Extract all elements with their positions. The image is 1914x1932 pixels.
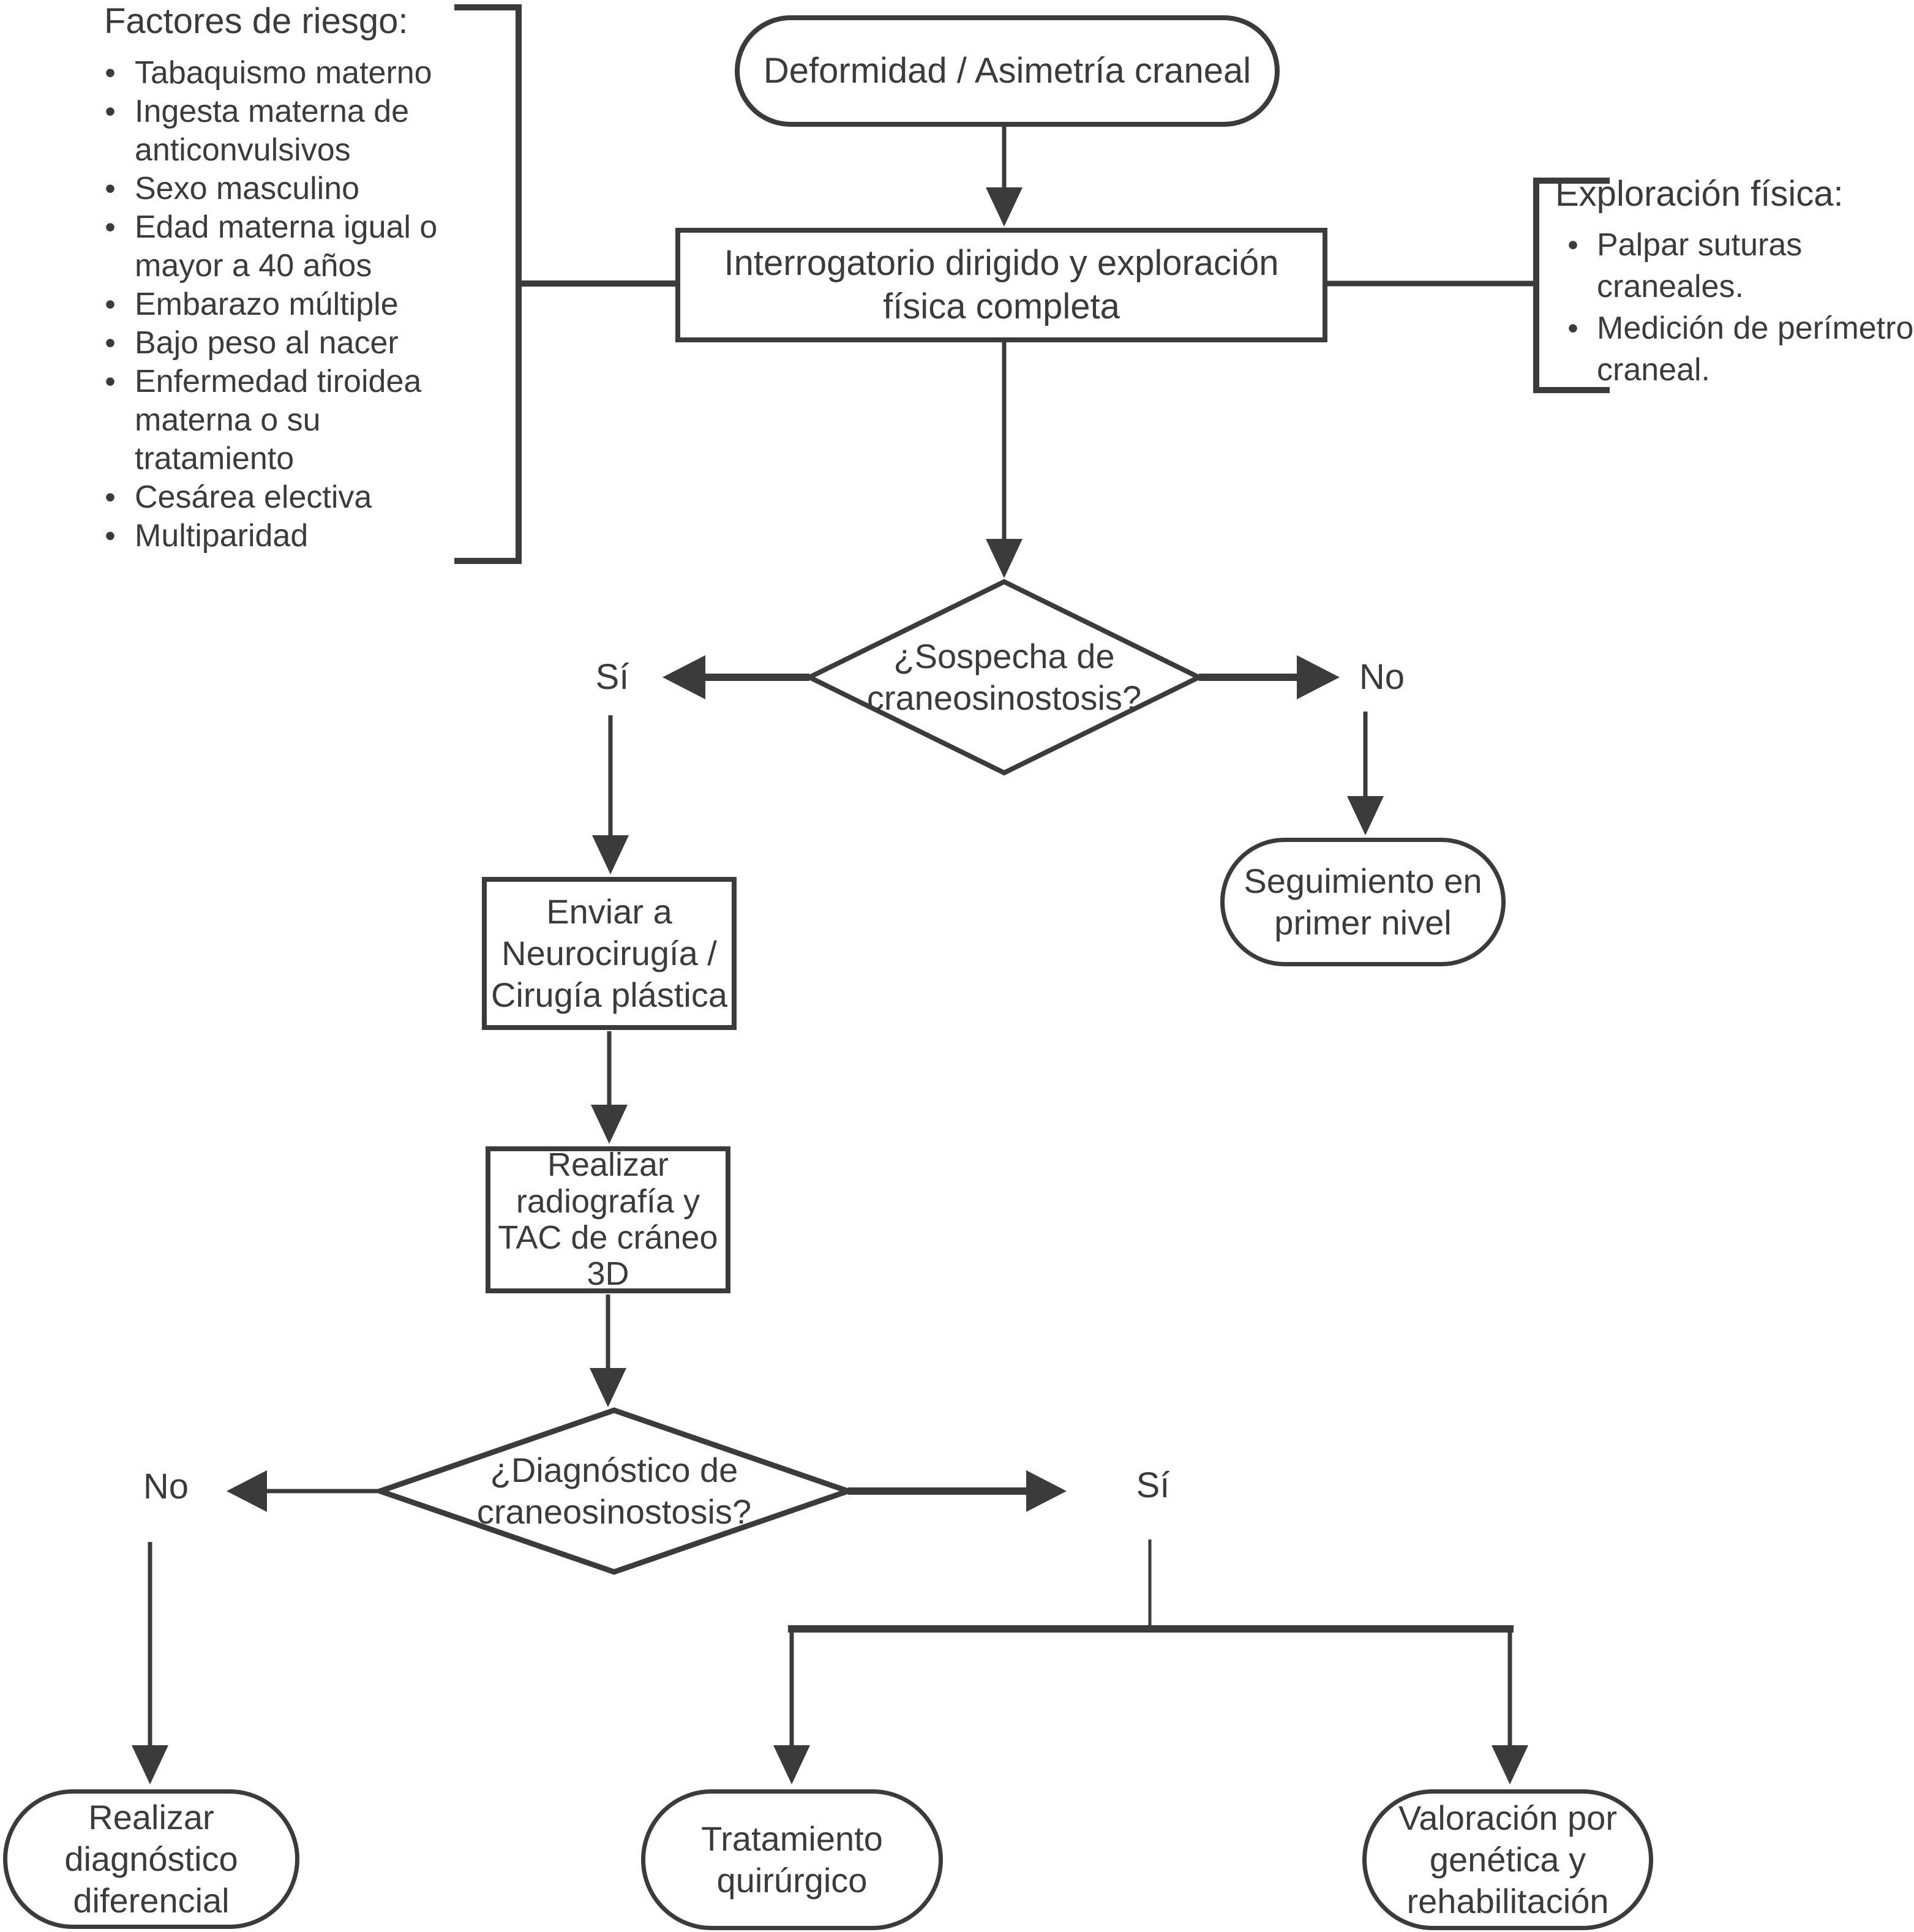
list-item: • Multiparidad (86, 517, 484, 555)
node-differential: Realizar diagnóstico diferencial (3, 1789, 299, 1929)
arrowhead (986, 539, 1023, 578)
list-item: • Sexo masculino (86, 170, 484, 208)
arrowhead (1347, 796, 1384, 835)
arrowhead (132, 1745, 168, 1784)
risk-item-text: Enfermedad tiroidea materna o su tratami… (135, 363, 422, 476)
arrowhead (591, 1105, 628, 1144)
risk-item-text: Multiparidad (135, 517, 309, 554)
arrowhead (1026, 1470, 1067, 1512)
branch-label-suspicion-no: No (1359, 656, 1405, 697)
risk-item-text: Sexo masculino (135, 170, 360, 206)
bullet-icon: • (105, 364, 116, 399)
arrowhead (986, 187, 1023, 227)
bullet-icon: • (105, 518, 116, 553)
physical-exam-block: Exploración física: • Palpar suturas cra… (1555, 173, 1914, 391)
bullet-icon: • (105, 479, 116, 514)
arrowhead (227, 1470, 267, 1512)
arrowhead (662, 655, 705, 699)
risk-item-text: Edad materna igual o mayor a 40 años (135, 209, 438, 284)
list-item: • Tabaquismo materno (86, 54, 484, 92)
branch-label-suspicion-yes: Sí (595, 656, 629, 697)
bullet-icon: • (1567, 310, 1578, 345)
risk-factors-block: Factores de riesgo: • Tabaquismo materno… (104, 0, 484, 555)
list-item: • Cesárea electiva (86, 478, 484, 517)
risk-item-text: Embarazo múltiple (135, 286, 399, 322)
node-followup: Seguimiento en primer nivel (1220, 838, 1506, 966)
bullet-icon: • (105, 94, 116, 129)
exam-item-text: Medición de perímetro craneal. (1597, 310, 1914, 388)
bullet-icon: • (1567, 227, 1578, 262)
bullet-icon: • (105, 325, 116, 360)
list-item: • Enfermedad tiroidea materna o su trata… (86, 363, 484, 478)
exam-item-text: Palpar suturas craneales. (1597, 227, 1803, 304)
risk-item-text: Bajo peso al nacer (135, 325, 399, 361)
risk-factors-list: • Tabaquismo materno • Ingesta materna d… (86, 54, 484, 555)
physical-exam-bracket (1533, 178, 1610, 393)
node-start: Deformidad / Asimetría craneal (735, 15, 1280, 127)
bullet-icon: • (105, 55, 116, 90)
risk-factors-title: Factores de riesgo: (104, 1, 408, 41)
list-item: • Embarazo múltiple (86, 285, 484, 324)
list-item: • Ingesta materna de anticonvulsivos (86, 92, 484, 170)
bullet-icon: • (105, 171, 116, 206)
node-diagnosis-label: ¿Diagnóstico de craneosinostosis? (476, 1450, 752, 1531)
physical-exam-list: • Palpar suturas craneales. • Medición d… (1549, 224, 1914, 391)
node-surgery: Tratamiento quirúrgico (641, 1789, 943, 1930)
bullet-icon: • (105, 287, 116, 321)
arrowhead (590, 1368, 626, 1407)
arrowhead (592, 835, 629, 874)
node-suspicion-label: ¿Sospecha de craneosinostosis? (866, 636, 1142, 717)
list-item: • Medición de perímetro craneal. (1549, 307, 1914, 391)
risk-item-text: Tabaquismo materno (135, 55, 432, 91)
suspicion-diamond (803, 579, 1205, 776)
physical-exam-title: Exploración física: (1555, 174, 1844, 214)
branch-label-diagnosis-yes: Sí (1136, 1465, 1170, 1505)
node-refer: Enviar a Neurocirugía / Cirugía plástica (482, 877, 737, 1030)
node-imaging: Realizar radiografía y TAC de cráneo 3D (486, 1146, 730, 1293)
branch-label-diagnosis-no: No (143, 1466, 189, 1506)
list-item: • Bajo peso al nacer (86, 324, 484, 363)
arrowhead (773, 1745, 810, 1784)
risk-item-text: Ingesta materna de anticonvulsivos (135, 93, 410, 168)
arrowhead (1297, 655, 1340, 699)
arrowhead (1492, 1745, 1528, 1784)
bullet-icon: • (105, 209, 116, 244)
node-genetics: Valoración por genética y rehabilitación (1362, 1789, 1653, 1930)
diagnosis-diamond (372, 1407, 857, 1575)
risk-item-text: Cesárea electiva (135, 479, 372, 515)
node-interview: Interrogatorio dirigido y exploración fí… (675, 228, 1327, 342)
list-item: • Palpar suturas craneales. (1549, 224, 1914, 307)
list-item: • Edad materna igual o mayor a 40 años (86, 208, 484, 285)
